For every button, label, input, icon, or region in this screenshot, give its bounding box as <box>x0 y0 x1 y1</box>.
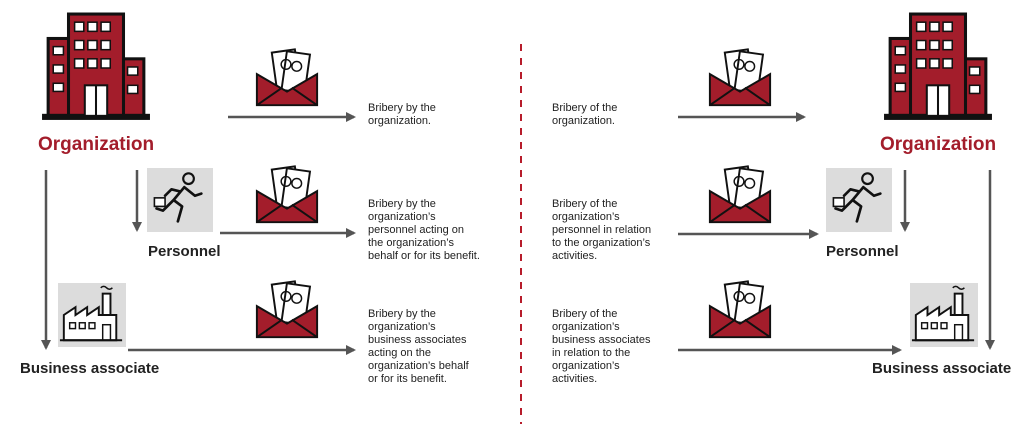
money-envelope-icon <box>253 48 321 108</box>
right-personnel-label: Personnel <box>826 243 899 260</box>
left-factory-icon-box <box>58 283 126 347</box>
right-organization-label: Organization <box>880 134 997 155</box>
left-business-associate-label: Business associate <box>20 360 160 377</box>
money-envelope-icon <box>706 48 774 108</box>
factory-icon <box>910 283 978 347</box>
money-envelope-icon <box>253 165 321 225</box>
right-personnel-icon-box <box>826 168 892 232</box>
right-business-associate-label: Business associate <box>872 360 1012 377</box>
left-organization-label: Organization <box>38 134 155 155</box>
running-man-icon <box>826 168 892 232</box>
factory-icon <box>58 283 126 347</box>
left-building-icon <box>40 12 152 124</box>
right-factory-icon-box <box>910 283 978 347</box>
left-personnel-label: Personnel <box>148 243 221 260</box>
left-personnel-icon-box <box>147 168 213 232</box>
money-envelope-icon <box>706 165 774 225</box>
money-envelope-icon <box>253 280 321 340</box>
money-envelope-icon <box>706 280 774 340</box>
running-man-icon <box>147 168 213 232</box>
right-building-icon <box>882 12 994 124</box>
